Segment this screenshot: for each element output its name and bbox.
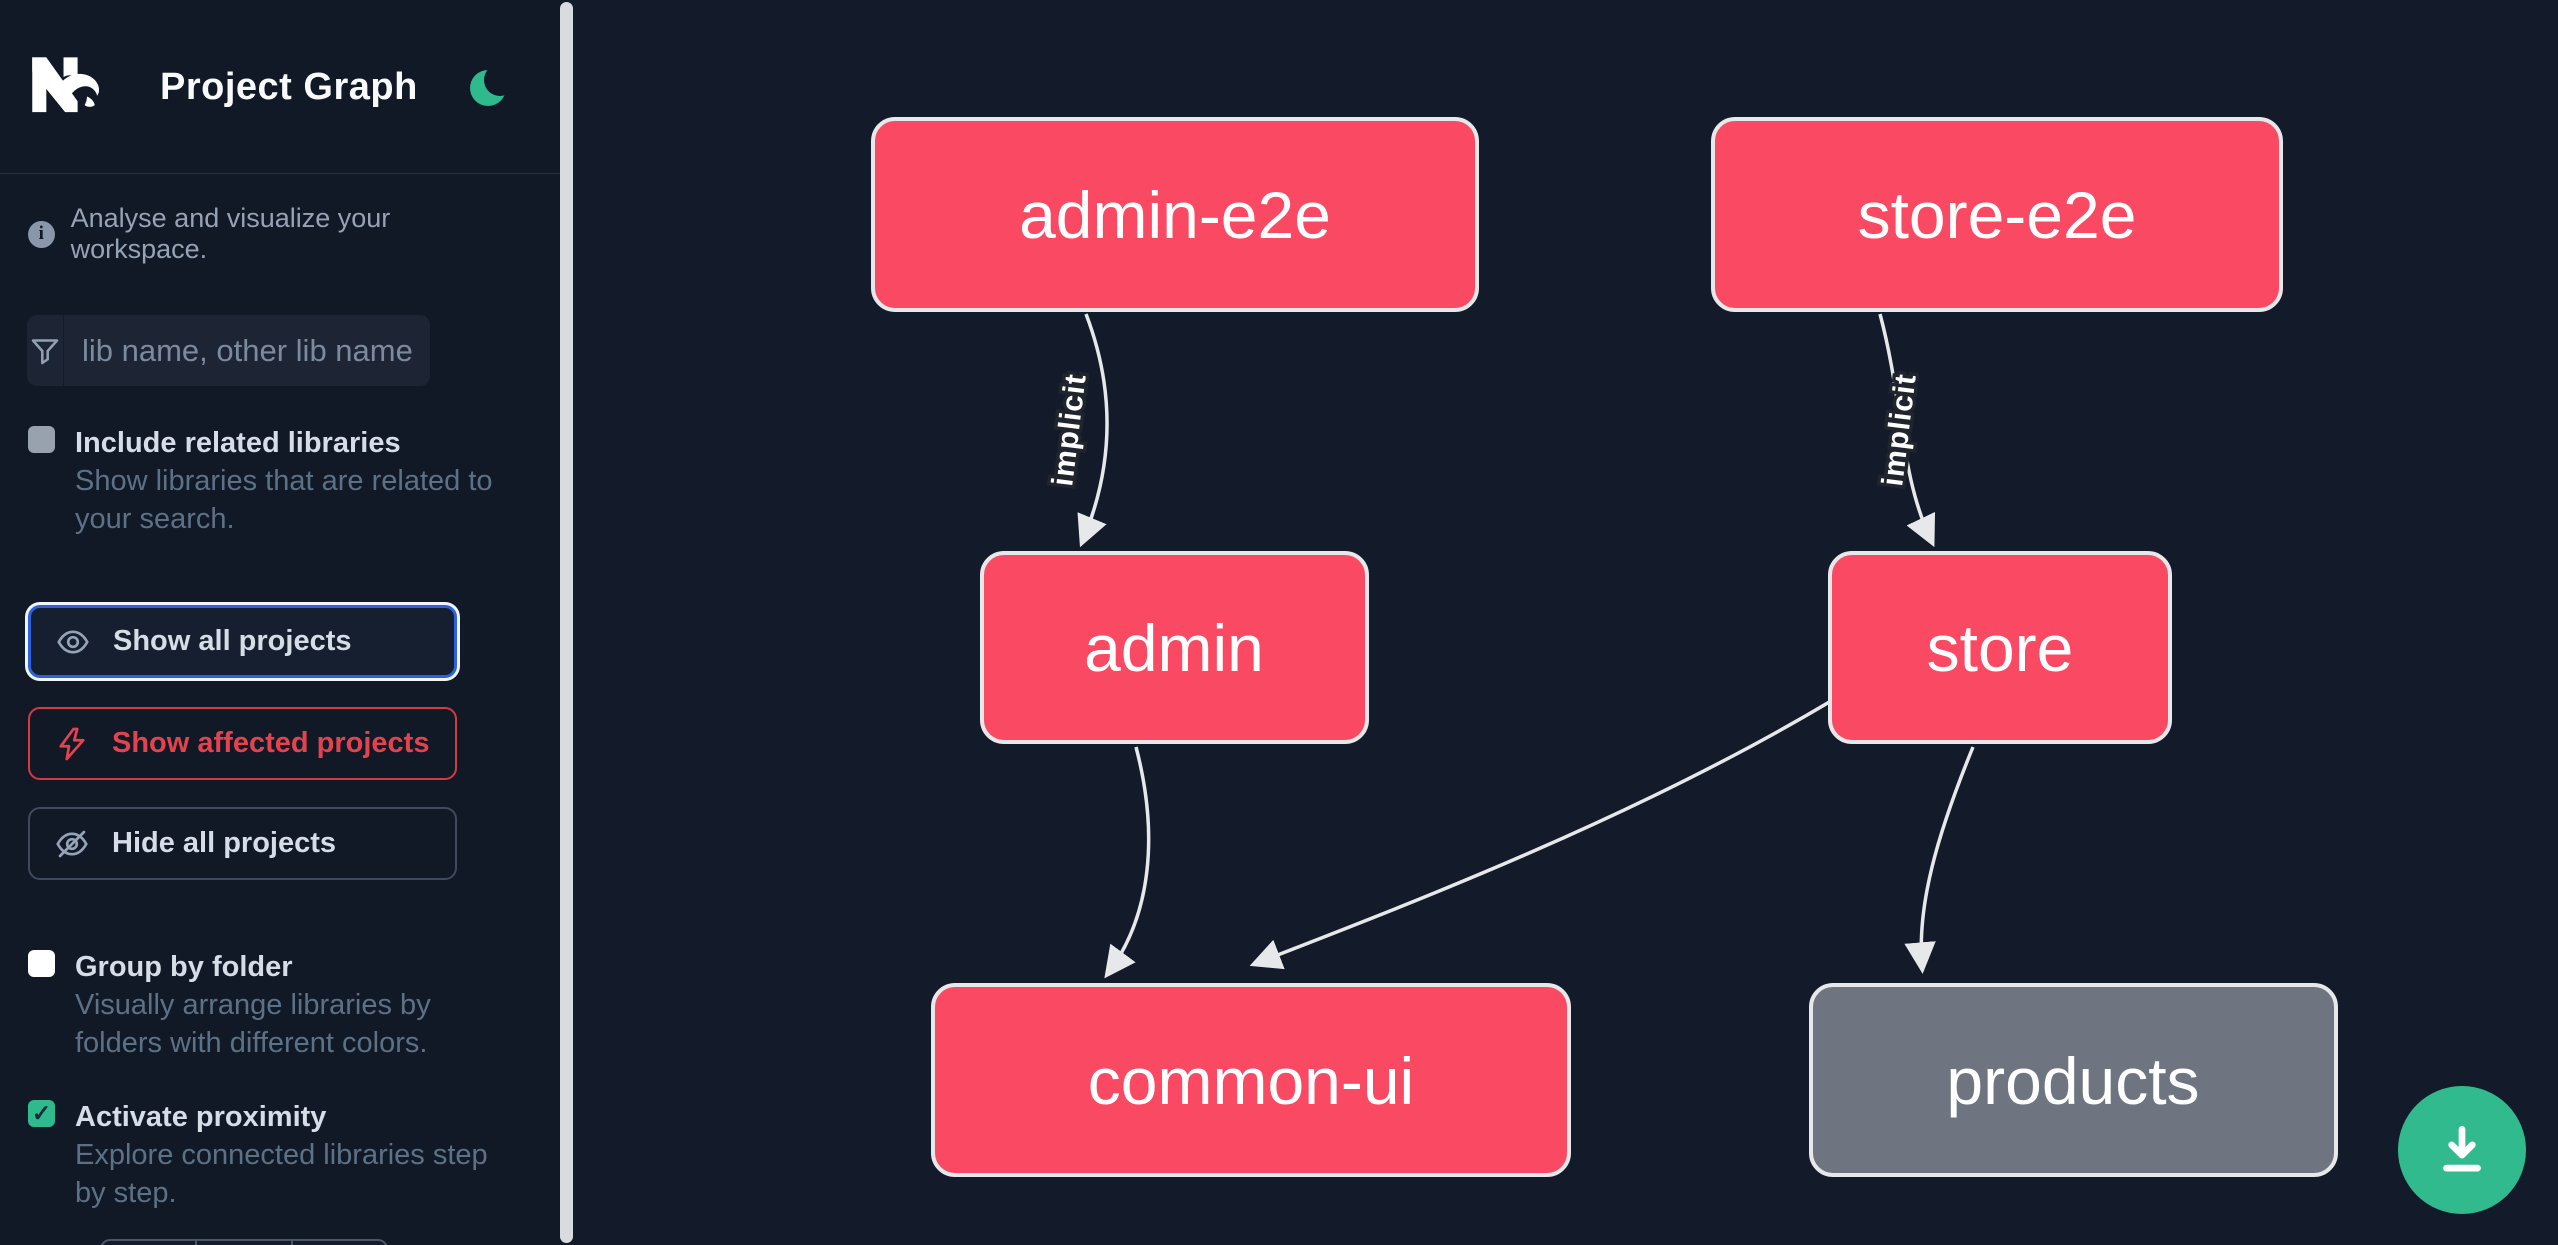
edge-label-implicit: implicit	[1876, 372, 1923, 488]
node-store-box[interactable]	[1828, 551, 2172, 744]
proximity-increment-button[interactable]	[290, 1241, 386, 1245]
edge-store-common-ui	[1249, 699, 1832, 970]
group-by-folder-label: Group by folder	[75, 951, 293, 983]
download-icon	[2443, 1125, 2481, 1172]
header-divider	[0, 173, 561, 174]
include-related-label: Include related libraries	[75, 427, 401, 459]
toggle-include-related: Include related libraries Show libraries…	[28, 424, 498, 538]
node-store-e2e-label: store-e2e	[1858, 178, 2137, 252]
download-image-button[interactable]	[2398, 1086, 2526, 1214]
node-admin-e2e-box[interactable]	[871, 117, 1479, 312]
moon-icon-bite	[484, 64, 516, 96]
show-affected-projects-label: Show affected projects	[112, 727, 430, 759]
activate-proximity-label: Activate proximity	[75, 1101, 327, 1133]
hide-all-projects-button[interactable]: Hide all projects	[28, 807, 457, 880]
proximity-depth-stepper	[100, 1239, 388, 1245]
nx-logo-icon	[32, 57, 100, 113]
node-common-ui[interactable]: common-ui	[931, 983, 1571, 1177]
toggle-activate-proximity: ✓ Activate proximity Explore connected l…	[28, 1098, 498, 1212]
toggle-group-by-folder: Group by folder Visually arrange librari…	[28, 948, 498, 1062]
group-by-folder-description: Visually arrange libraries by folders wi…	[75, 989, 431, 1059]
filter-funnel-icon	[27, 315, 64, 386]
node-store[interactable]: store	[1828, 551, 2172, 744]
intro-text: Analyse and visualize your workspace.	[70, 203, 391, 264]
activate-proximity-checkbox[interactable]: ✓	[28, 1100, 55, 1127]
page-title: Project Graph	[160, 66, 418, 108]
proximity-value	[195, 1241, 290, 1245]
group-by-folder-checkbox[interactable]	[28, 950, 55, 977]
eye-slash-icon	[56, 830, 88, 857]
eye-icon	[57, 629, 89, 654]
node-store-e2e[interactable]: store-e2e	[1711, 117, 2283, 312]
edge-admin-common-ui	[1104, 746, 1151, 979]
include-related-description: Show libraries that are related to your …	[75, 465, 493, 535]
search-input[interactable]	[64, 315, 499, 386]
edge-store-products	[1904, 746, 1975, 974]
intro-row: i Analyse and visualize your workspace.	[28, 203, 528, 265]
node-common-ui-box[interactable]	[931, 983, 1571, 1177]
hide-all-projects-label: Hide all projects	[112, 827, 337, 859]
proximity-decrement-button[interactable]	[102, 1241, 195, 1245]
include-related-checkbox[interactable]	[28, 426, 55, 453]
node-admin-box[interactable]	[980, 551, 1369, 744]
sidebar-scrollbar[interactable]	[560, 2, 573, 1243]
node-common-ui-label: common-ui	[1088, 1044, 1414, 1118]
sidebar: Project Graph i Analyse and visualize yo…	[0, 0, 561, 1245]
node-admin-label: admin	[1084, 611, 1264, 685]
edge-admin-e2e-admin	[1077, 313, 1109, 548]
search-box	[27, 315, 499, 386]
edge-label-implicit: implicit	[1046, 372, 1093, 488]
theme-toggle-moon-icon[interactable]	[468, 64, 516, 110]
edge-store-e2e-store	[1878, 313, 1936, 548]
node-products[interactable]: products	[1809, 983, 2338, 1177]
show-all-projects-label: Show all projects	[113, 625, 352, 657]
show-affected-projects-button[interactable]: Show affected projects	[28, 707, 457, 780]
node-admin-e2e[interactable]: admin-e2e	[871, 117, 1479, 312]
node-products-label: products	[1946, 1044, 2199, 1118]
node-admin[interactable]: admin	[980, 551, 1369, 744]
node-store-label: store	[1927, 611, 2074, 685]
activate-proximity-description: Explore connected libraries step by step…	[75, 1139, 488, 1209]
info-icon: i	[28, 220, 55, 248]
lightning-bolt-icon	[59, 727, 85, 760]
node-products-box[interactable]	[1809, 983, 2338, 1177]
node-store-e2e-box[interactable]	[1711, 117, 2283, 312]
show-all-projects-button[interactable]: Show all projects	[28, 605, 457, 678]
node-admin-e2e-label: admin-e2e	[1019, 178, 1331, 252]
